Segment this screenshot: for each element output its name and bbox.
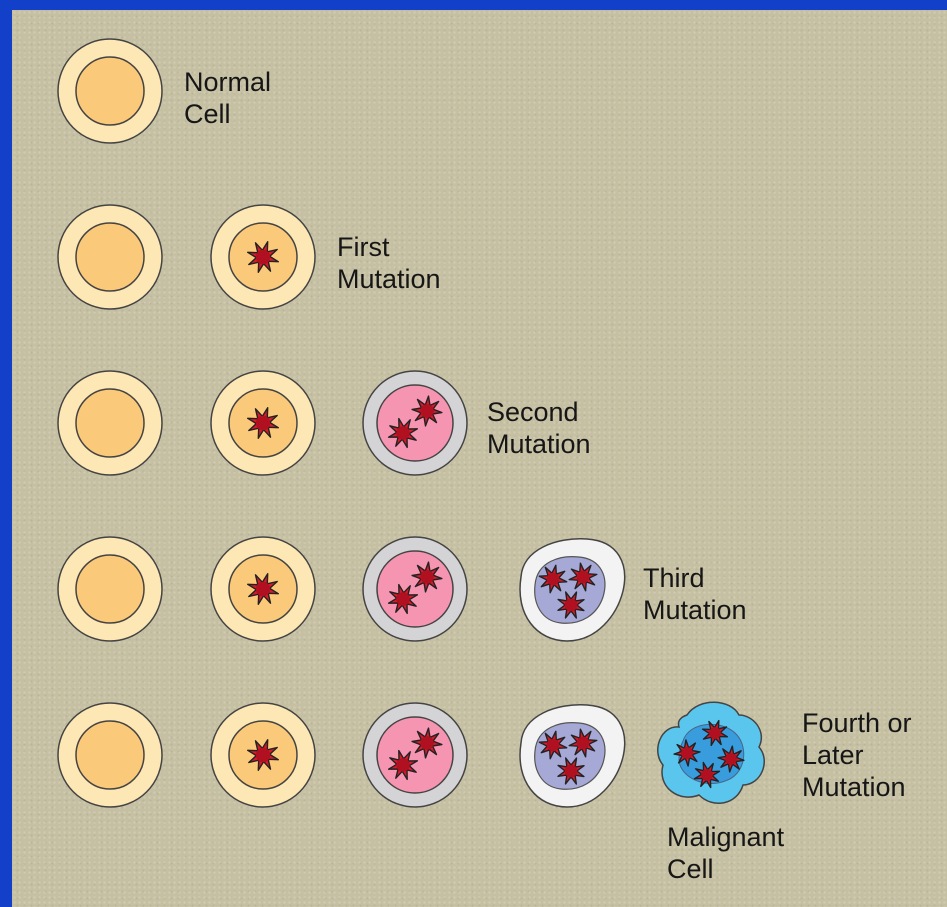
label-malignant-cell: Malignant Cell	[667, 821, 784, 885]
label-second-mutation: Second Mutation	[487, 396, 591, 460]
second-mutation-cell-icon	[363, 537, 467, 641]
label-first-mutation: First Mutation	[337, 231, 441, 295]
cancer-progression-diagram: Normal Cell First Mutation Second Mutati…	[12, 10, 947, 907]
normal-cell-icon	[58, 371, 162, 475]
first-mutation-cell-icon	[211, 371, 315, 475]
third-mutation-cell-icon	[520, 539, 625, 641]
second-mutation-cell-icon	[363, 371, 467, 475]
first-mutation-cell-icon	[211, 703, 315, 807]
second-mutation-cell-icon	[363, 703, 467, 807]
normal-cell-icon	[58, 39, 162, 143]
first-mutation-cell-icon	[211, 537, 315, 641]
label-fourth-or-later-mutation: Fourth or Later Mutation	[802, 707, 912, 803]
label-normal-cell: Normal Cell	[184, 66, 271, 130]
label-third-mutation: Third Mutation	[643, 562, 747, 626]
normal-cell-icon	[58, 703, 162, 807]
third-mutation-cell-icon	[520, 705, 625, 807]
first-mutation-cell-icon	[211, 205, 315, 309]
normal-cell-icon	[58, 537, 162, 641]
malignant-cell-icon	[658, 702, 764, 803]
normal-cell-icon	[58, 205, 162, 309]
